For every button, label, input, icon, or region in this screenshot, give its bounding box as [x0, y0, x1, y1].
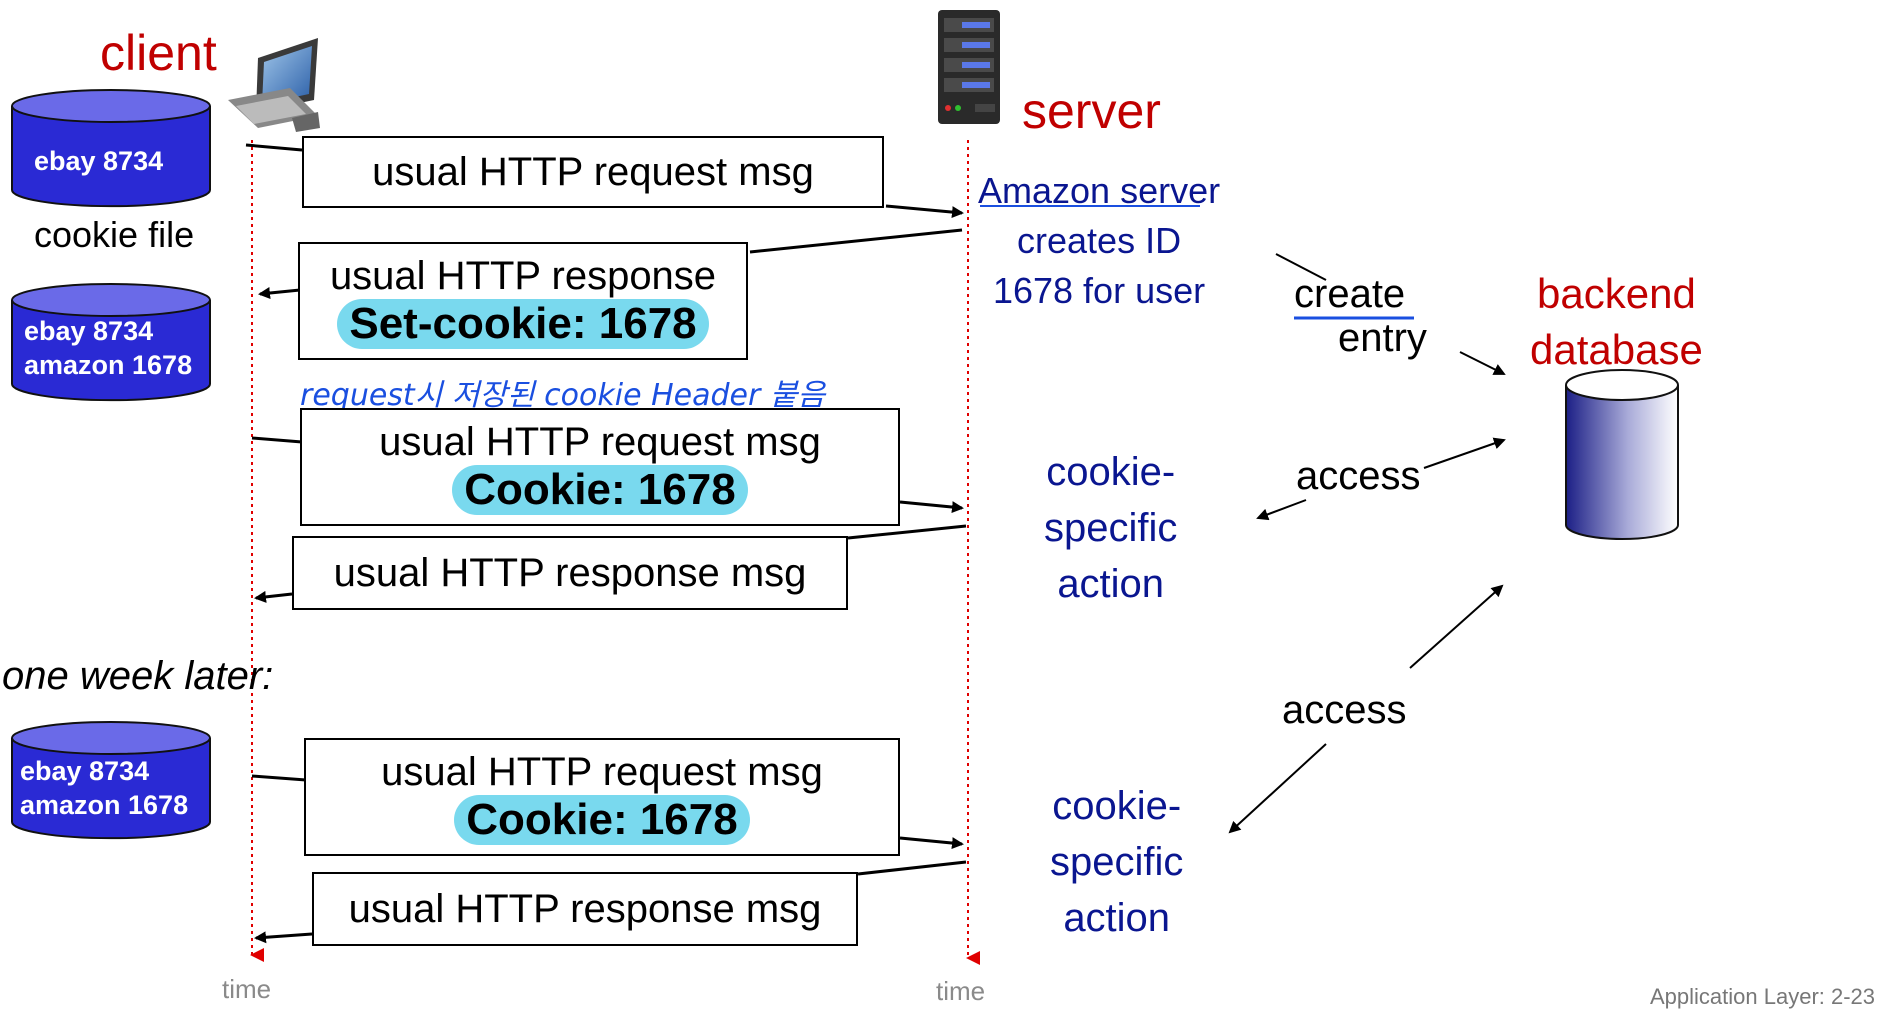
- note-line: action: [1063, 896, 1171, 940]
- msg-text: usual HTTP: [379, 420, 601, 464]
- cookie-specific-action-2: cookie- specific action: [1050, 778, 1183, 946]
- access-label-2: access: [1282, 688, 1407, 732]
- backend-database-cylinder: [1565, 369, 1679, 540]
- access2-arrow-to-db: [1409, 584, 1504, 669]
- cookie-entry: amazon 1678: [20, 790, 189, 820]
- resp2-arrow: [254, 590, 293, 603]
- msg-text: usual HTTP: [329, 254, 552, 298]
- access2-arrow-to-action: [1228, 743, 1327, 834]
- cookie-entry: ebay 8734: [34, 146, 164, 176]
- one-week-later-label: one week later:: [2, 654, 274, 698]
- cookie-specific-action-1: cookie- specific action: [1044, 444, 1177, 612]
- msg-text: usual HTTP response msg: [333, 551, 807, 595]
- note-line: specific: [1044, 506, 1178, 550]
- resp1-server-stub: [749, 228, 963, 254]
- note-line: cookie-: [1046, 450, 1176, 494]
- access1-arrow-to-action: [1256, 499, 1307, 521]
- msg-request-1: usual HTTP request msg: [302, 136, 884, 208]
- cookie-file-cylinder-2: [11, 283, 211, 402]
- msg-text-underlined: response: [551, 254, 717, 298]
- cookie-entry: amazon 1678: [24, 350, 193, 380]
- server-time-label: time: [936, 976, 986, 1006]
- msg-text-line: usual HTTP response: [330, 253, 716, 299]
- cookie-highlight: Cookie: 1678: [454, 795, 750, 845]
- req1-client-stub: [245, 143, 303, 152]
- create-label: create: [1294, 272, 1406, 316]
- cookie-file-2-text: ebay 8734 amazon 1678: [24, 314, 192, 382]
- msg-text-underlined: request: [600, 420, 735, 464]
- label-line: database: [1530, 326, 1703, 373]
- access-label-1: access: [1296, 454, 1421, 498]
- note-line: creates ID: [1017, 220, 1182, 261]
- client-label: client: [100, 25, 217, 81]
- cookie-file-1-text: ebay 8734: [34, 144, 163, 178]
- msg-text: msg: [734, 420, 821, 464]
- server-label: server: [1022, 83, 1161, 139]
- msg-text: usual HTTP request msg: [372, 150, 814, 194]
- msg-text-line: usual HTTP request msg: [379, 419, 821, 465]
- amazon-server-note: Amazon server creates ID 1678 for user: [978, 166, 1220, 316]
- cookie-highlight: Cookie: 1678: [452, 465, 748, 515]
- client-computer-icon: [228, 38, 320, 132]
- create-entry-arrow: [1459, 351, 1506, 375]
- req3-arrow: [899, 836, 964, 850]
- set-cookie-highlight: Set-cookie: 1678: [337, 299, 709, 349]
- slide-footer: Application Layer: 2-23: [1650, 984, 1876, 1009]
- req2-arrow: [899, 500, 964, 514]
- entry-label: entry: [1338, 316, 1427, 360]
- server-tower-icon: [938, 10, 1000, 124]
- backend-database-label: backend database: [1530, 266, 1703, 378]
- cookie-file-3-text: ebay 8734 amazon 1678: [20, 754, 188, 822]
- note-line: cookie-: [1052, 784, 1182, 828]
- client-time-label: time: [222, 974, 272, 1004]
- msg-request-3: usual HTTP request msg Cookie: 1678: [304, 738, 900, 856]
- req3-client-stub: [251, 774, 307, 782]
- msg-text: usual HTTP response msg: [348, 887, 822, 931]
- resp1-arrow: [258, 287, 301, 299]
- note-line: 1678 for user: [992, 270, 1206, 311]
- msg-response-1: usual HTTP response Set-cookie: 1678: [298, 242, 748, 360]
- cookie-entry: ebay 8734: [24, 316, 154, 346]
- req1-arrow: [885, 204, 964, 219]
- resp3-arrow: [254, 931, 313, 944]
- msg-response-2: usual HTTP response msg: [292, 536, 848, 610]
- resp3-server-stub: [857, 860, 967, 876]
- handwritten-note: request시 저장된 cookie Header 붙음: [300, 378, 826, 413]
- resp2-server-stub: [847, 524, 967, 540]
- note-line: Amazon server: [978, 170, 1221, 211]
- cookie-file-cylinder-1: [11, 89, 211, 208]
- cookie-file-label: cookie file: [34, 214, 195, 255]
- note-line: action: [1057, 562, 1165, 606]
- label-line: backend: [1537, 270, 1696, 317]
- msg-response-3: usual HTTP response msg: [312, 872, 858, 946]
- note-line: specific: [1050, 840, 1184, 884]
- req2-client-stub: [251, 436, 303, 444]
- access1-arrow-to-db: [1423, 437, 1506, 469]
- cookie-entry: ebay 8734: [20, 756, 150, 786]
- msg-request-2: usual HTTP request msg Cookie: 1678: [300, 408, 900, 526]
- msg-text: usual HTTP request msg: [381, 750, 823, 794]
- cookie-file-cylinder-3: [11, 721, 211, 840]
- create-entry-pointer: [1275, 253, 1327, 281]
